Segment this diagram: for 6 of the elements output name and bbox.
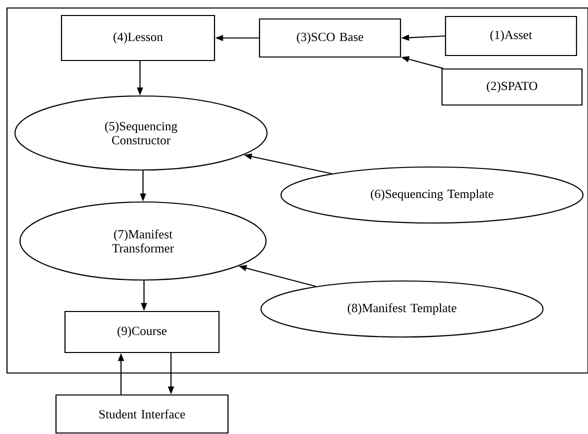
process-box: (9)Course xyxy=(64,310,220,354)
process-box: (2)SPATO xyxy=(441,68,583,106)
process-box: Student Interface xyxy=(55,394,229,434)
process-box: (3)SCO Base xyxy=(258,18,402,58)
process-box: (4)Lesson xyxy=(60,14,216,62)
process-box: (1)Asset xyxy=(444,16,578,56)
